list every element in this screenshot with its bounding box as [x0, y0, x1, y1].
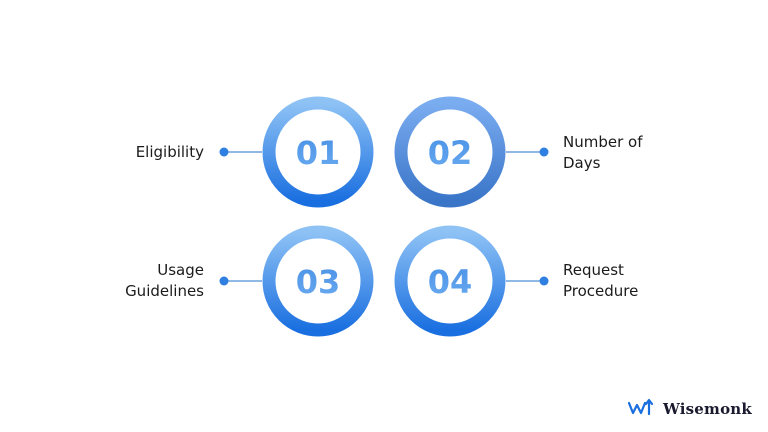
wisemonk-logo-icon	[627, 398, 656, 420]
connector-04	[506, 276, 549, 286]
wisemonk-logo: Wisemonk	[627, 398, 752, 420]
step-circle-04: 04	[394, 225, 506, 337]
step-circle-01: 01	[262, 96, 374, 208]
connector-02	[506, 147, 549, 157]
step-label-03: Usage Guidelines	[125, 261, 204, 300]
brand-name: Wisemonk	[662, 400, 752, 418]
step-number-04: 04	[428, 263, 473, 301]
step-label-01: Eligibility	[135, 143, 204, 161]
step-number-03: 03	[296, 263, 341, 301]
connector-01	[219, 147, 262, 157]
step-circle-02: 02	[394, 96, 506, 208]
connector-03	[219, 276, 262, 286]
step-number-01: 01	[296, 134, 341, 172]
step-label-02: Number of Days	[563, 133, 643, 172]
step-label-04: Request Procedure	[563, 261, 639, 300]
step-number-02: 02	[428, 134, 473, 172]
step-circle-03: 03	[262, 225, 374, 337]
